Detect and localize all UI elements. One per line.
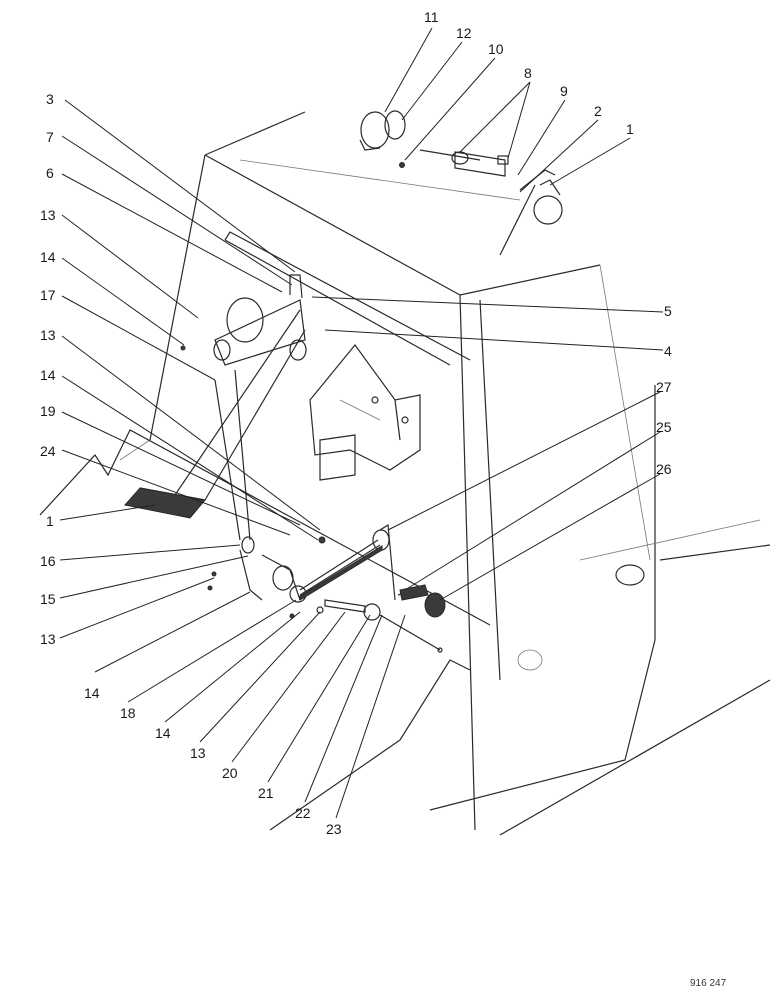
pedal-lever-assembly <box>124 274 446 653</box>
callout-13-b: 13 <box>40 327 56 343</box>
callout-15: 15 <box>40 591 56 607</box>
callout-9: 9 <box>560 83 568 99</box>
callout-10: 10 <box>488 41 504 57</box>
callout-22: 22 <box>295 805 311 821</box>
callout-8: 8 <box>524 65 532 81</box>
callout-12: 12 <box>456 25 472 41</box>
callout-4: 4 <box>664 343 672 359</box>
callout-3: 3 <box>46 91 54 107</box>
callout-25: 25 <box>656 419 672 435</box>
callout-16: 16 <box>40 553 56 569</box>
callout-11: 11 <box>424 9 439 25</box>
callout-1-top: 1 <box>626 121 634 137</box>
callout-2: 2 <box>594 103 602 119</box>
central-bracket <box>309 344 421 481</box>
callout-14-b: 14 <box>40 367 56 383</box>
callout-17: 17 <box>40 287 56 303</box>
callout-23: 23 <box>326 821 342 837</box>
callout-21: 21 <box>258 785 274 801</box>
callout-labels: 11 12 10 8 9 2 1 3 7 6 13 14 17 13 14 19… <box>40 9 672 837</box>
callout-13-d: 13 <box>190 745 206 761</box>
callout-13-c: 13 <box>40 631 56 647</box>
callout-13-a: 13 <box>40 207 56 223</box>
callout-27: 27 <box>656 379 672 395</box>
figure-code: 916 247 <box>690 978 727 989</box>
callout-26: 26 <box>656 461 672 477</box>
callout-24: 24 <box>40 443 56 459</box>
callout-14-a: 14 <box>40 249 56 265</box>
cab-housing <box>39 111 771 836</box>
leader-lines <box>59 27 664 819</box>
callout-20: 20 <box>222 765 238 781</box>
callout-14-c: 14 <box>84 685 100 701</box>
callout-1-bottom: 1 <box>46 513 54 529</box>
callout-5: 5 <box>664 303 672 319</box>
callout-14-d: 14 <box>155 725 171 741</box>
callout-7: 7 <box>46 129 54 145</box>
upper-pivot-assembly <box>359 110 563 256</box>
callout-18: 18 <box>120 705 136 721</box>
callout-19: 19 <box>40 403 56 419</box>
callout-6: 6 <box>46 165 54 181</box>
